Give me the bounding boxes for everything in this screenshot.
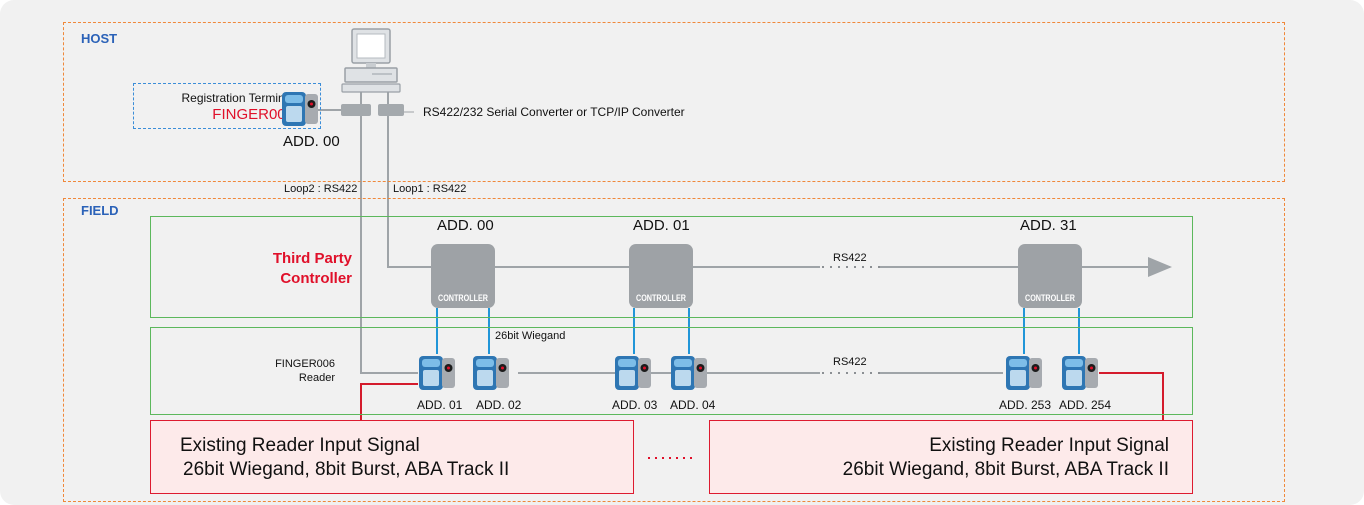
reader-01-address: ADD. 01 [417, 398, 463, 412]
signal-box-left-formats: 26bit Wiegand, 8bit Burst, ABA Track II [183, 459, 510, 480]
reader-title-1: FINGER006 [275, 358, 335, 370]
signal-box-left-title: Existing Reader Input Signal [180, 435, 420, 456]
reader-title-2: Reader [298, 372, 335, 384]
reader-254-address: ADD. 254 [1059, 398, 1112, 412]
third-party-controller-title-1: Third Party [272, 250, 352, 267]
loop2-label: Loop2 : RS422 [284, 183, 358, 195]
reader-254-icon [1062, 356, 1098, 390]
controller-0: CONTROLLER [431, 244, 495, 308]
signal-box-right-title: Existing Reader Input Signal [929, 435, 1169, 456]
reader-03-icon [615, 356, 651, 390]
reader-253-address: ADD. 253 [999, 398, 1052, 412]
registration-terminal-model: FINGER006 [212, 106, 294, 123]
reader-04-address: ADD. 04 [670, 398, 716, 412]
reader-02-address: ADD. 02 [476, 398, 522, 412]
signal-box-right: Existing Reader Input Signal 26bit Wiega… [709, 420, 1193, 494]
controller-1-address: ADD. 01 [633, 217, 690, 234]
reader-band [150, 327, 1193, 415]
controller-band [150, 216, 1193, 318]
controller-0-address: ADD. 00 [437, 217, 494, 234]
field-zone-label: FIELD [81, 203, 119, 218]
signal-box-right-formats: 26bit Wiegand, 8bit Burst, ABA Track II [842, 459, 1169, 480]
loop1-line [387, 116, 1172, 277]
reader-253-icon [1006, 356, 1042, 390]
converter-left-icon [341, 104, 371, 116]
signal-wire-right [1099, 372, 1164, 420]
host-zone [63, 22, 1285, 182]
converter-right-icon [378, 104, 404, 116]
controller-31: CONTROLLER [1018, 244, 1082, 308]
loop2-line [360, 116, 418, 374]
reader-04-icon [671, 356, 707, 390]
controller-31-address: ADD. 31 [1020, 217, 1077, 234]
signal-box-left: Existing Reader Input Signal 26bit Wiega… [150, 420, 634, 494]
reader-03-address: ADD. 03 [612, 398, 658, 412]
loop1-label: Loop1 : RS422 [393, 183, 467, 195]
reader-02-icon [473, 356, 509, 390]
wiegand-label: 26bit Wiegand [495, 330, 566, 342]
converter-label: RS422/232 Serial Converter or TCP/IP Con… [423, 105, 685, 119]
field-zone [63, 198, 1285, 502]
reader-01-icon [419, 356, 455, 390]
reader-bus-label: RS422 [833, 356, 867, 368]
controller-1: CONTROLLER [629, 244, 693, 308]
host-zone-label: HOST [81, 31, 118, 46]
registration-terminal-frame [133, 83, 321, 129]
registration-terminal-icon [282, 92, 318, 126]
signal-wire-left [360, 383, 418, 420]
registration-terminal-address: ADD. 00 [283, 133, 340, 150]
computer-icon [341, 28, 401, 93]
controller-bus-label: RS422 [833, 252, 867, 264]
registration-terminal-caption: Registration Terminal [181, 91, 295, 105]
third-party-controller-title-2: Controller [280, 270, 352, 287]
